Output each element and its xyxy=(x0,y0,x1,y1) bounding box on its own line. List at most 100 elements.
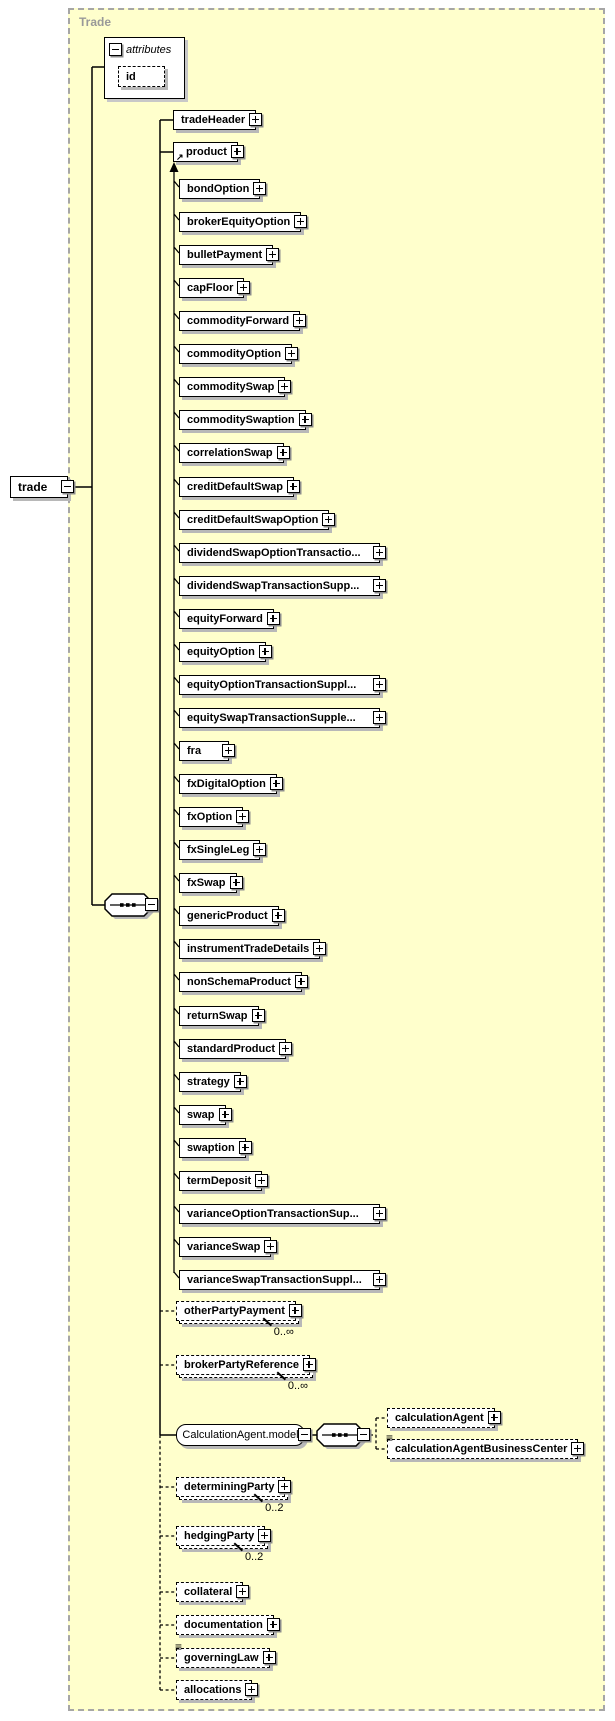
element-governingLaw[interactable]: governingLaw≡ xyxy=(175,1641,276,1668)
element-termDeposit[interactable]: termDeposit xyxy=(179,1171,269,1191)
expand-toggle[interactable] xyxy=(571,1442,585,1455)
expand-toggle[interactable] xyxy=(222,744,235,757)
expand-toggle[interactable] xyxy=(266,248,280,261)
element-trade[interactable]: trade xyxy=(10,476,74,498)
element-dividendSwapOptionTransactio[interactable]: dividendSwapOptionTransactio... xyxy=(179,543,386,563)
expand-toggle[interactable] xyxy=(278,1480,292,1493)
element-varianceOptionTransactionSup[interactable]: varianceOptionTransactionSup... xyxy=(179,1204,386,1224)
expand-toggle[interactable] xyxy=(229,876,243,889)
element-returnSwap[interactable]: returnSwap xyxy=(179,1006,265,1026)
element-commoditySwap[interactable]: commoditySwap xyxy=(179,377,292,397)
element-collateral[interactable]: collateral xyxy=(176,1582,250,1602)
element-equityOptionTransactionSuppl[interactable]: equityOptionTransactionSuppl... xyxy=(179,675,386,695)
collapse-toggle[interactable] xyxy=(61,480,74,493)
expand-toggle[interactable] xyxy=(285,347,299,360)
element-commodityForward[interactable]: commodityForward xyxy=(179,311,307,331)
element-genericProduct[interactable]: genericProduct xyxy=(179,906,285,926)
expand-toggle[interactable] xyxy=(293,314,307,327)
expand-toggle[interactable] xyxy=(322,513,336,526)
expand-toggle[interactable] xyxy=(253,182,267,195)
expand-toggle[interactable] xyxy=(271,909,285,922)
expand-toggle[interactable] xyxy=(237,281,251,294)
expand-toggle[interactable] xyxy=(236,810,250,823)
expand-toggle[interactable] xyxy=(487,1411,501,1424)
expand-toggle[interactable] xyxy=(251,1009,265,1022)
element-equitySwapTransactionSupple[interactable]: equitySwapTransactionSupple... xyxy=(179,708,386,728)
collapse-toggle[interactable] xyxy=(357,1428,370,1441)
element-correlationSwap[interactable]: correlationSwap xyxy=(179,443,290,463)
element-varianceSwapTransactionSuppl[interactable]: varianceSwapTransactionSuppl... xyxy=(179,1270,386,1290)
element-bulletPayment[interactable]: bulletPayment xyxy=(179,245,280,265)
element-nonSchemaProduct[interactable]: nonSchemaProduct xyxy=(179,972,308,992)
element-tradeHeader[interactable]: tradeHeader xyxy=(173,110,263,130)
collapse-toggle[interactable] xyxy=(298,1428,311,1441)
element-commoditySwaption[interactable]: commoditySwaption xyxy=(179,410,312,430)
expand-toggle[interactable] xyxy=(313,942,327,955)
expand-toggle[interactable] xyxy=(286,480,300,493)
element-strategy[interactable]: strategy xyxy=(179,1072,247,1092)
element-equityOption[interactable]: equityOption xyxy=(179,642,272,662)
expand-toggle[interactable] xyxy=(373,546,386,559)
expand-toggle[interactable] xyxy=(276,446,290,459)
expand-toggle[interactable] xyxy=(233,1075,247,1088)
expand-toggle[interactable] xyxy=(238,1141,252,1154)
expand-toggle[interactable] xyxy=(236,1585,250,1598)
element-documentation[interactable]: documentation xyxy=(176,1615,280,1635)
element-capFloor[interactable]: capFloor xyxy=(179,278,251,298)
collapse-toggle[interactable] xyxy=(145,898,158,911)
element-product[interactable]: product↗ xyxy=(173,142,244,162)
expand-toggle[interactable] xyxy=(230,145,244,158)
attribute-id[interactable]: id xyxy=(118,66,165,87)
element-fra[interactable]: fra xyxy=(179,741,235,761)
expand-toggle[interactable] xyxy=(279,1042,293,1055)
element-calculationAgent[interactable]: calculationAgent xyxy=(387,1408,501,1428)
expand-toggle[interactable] xyxy=(298,413,312,426)
element-fxDigitalOption[interactable]: fxDigitalOption xyxy=(179,774,283,794)
expand-toggle[interactable] xyxy=(255,1174,269,1187)
expand-toggle[interactable] xyxy=(373,711,386,724)
element-varianceSwap[interactable]: varianceSwap xyxy=(179,1237,278,1257)
expand-toggle[interactable] xyxy=(269,777,283,790)
expand-toggle[interactable] xyxy=(294,215,308,228)
expand-toggle[interactable] xyxy=(266,612,280,625)
element-swaption[interactable]: swaption xyxy=(179,1138,252,1158)
expand-toggle[interactable] xyxy=(278,380,292,393)
expand-toggle[interactable] xyxy=(266,1618,280,1631)
element-creditDefaultSwapOption[interactable]: creditDefaultSwapOption xyxy=(179,510,336,530)
expand-toggle[interactable] xyxy=(302,1358,316,1371)
element-commodityOption[interactable]: commodityOption xyxy=(179,344,299,364)
expand-toggle[interactable] xyxy=(294,975,308,988)
element-fxSingleLeg[interactable]: fxSingleLeg xyxy=(179,840,267,860)
element-creditDefaultSwap[interactable]: creditDefaultSwap xyxy=(179,477,300,497)
collapse-toggle[interactable] xyxy=(109,43,122,56)
element-swap[interactable]: swap xyxy=(179,1105,232,1125)
expand-toggle[interactable] xyxy=(249,113,263,126)
expand-toggle[interactable] xyxy=(264,1240,278,1253)
expand-toggle[interactable] xyxy=(373,1273,386,1286)
expand-toggle[interactable] xyxy=(262,1651,276,1664)
element-equityForward[interactable]: equityForward xyxy=(179,609,280,629)
element-dividendSwapTransactionSupp[interactable]: dividendSwapTransactionSupp... xyxy=(179,576,386,596)
element-bondOption[interactable]: bondOption xyxy=(179,179,267,199)
model-group-CalculationAgentmodel[interactable]: CalculationAgent.model xyxy=(176,1424,311,1446)
element-fxSwap[interactable]: fxSwap xyxy=(179,873,243,893)
expand-toggle[interactable] xyxy=(373,678,386,691)
expand-toggle[interactable] xyxy=(258,645,272,658)
expand-toggle[interactable] xyxy=(253,843,267,856)
expand-toggle[interactable] xyxy=(373,1207,386,1220)
expand-toggle[interactable] xyxy=(288,1304,302,1317)
element-calculationAgentBusinessCenter[interactable]: calculationAgentBusinessCenter≡ xyxy=(386,1432,585,1459)
element-brokerEquityOption[interactable]: brokerEquityOption xyxy=(179,212,308,232)
expand-toggle[interactable] xyxy=(245,1683,259,1696)
expand-toggle[interactable] xyxy=(373,579,386,592)
expand-toggle[interactable] xyxy=(218,1108,232,1121)
element-standardProduct[interactable]: standardProduct xyxy=(179,1039,293,1059)
element-instrumentTradeDetails[interactable]: instrumentTradeDetails xyxy=(179,939,327,959)
expand-toggle[interactable] xyxy=(258,1529,272,1542)
element-allocations[interactable]: allocations xyxy=(176,1680,259,1700)
element-fxOption[interactable]: fxOption xyxy=(179,807,250,827)
